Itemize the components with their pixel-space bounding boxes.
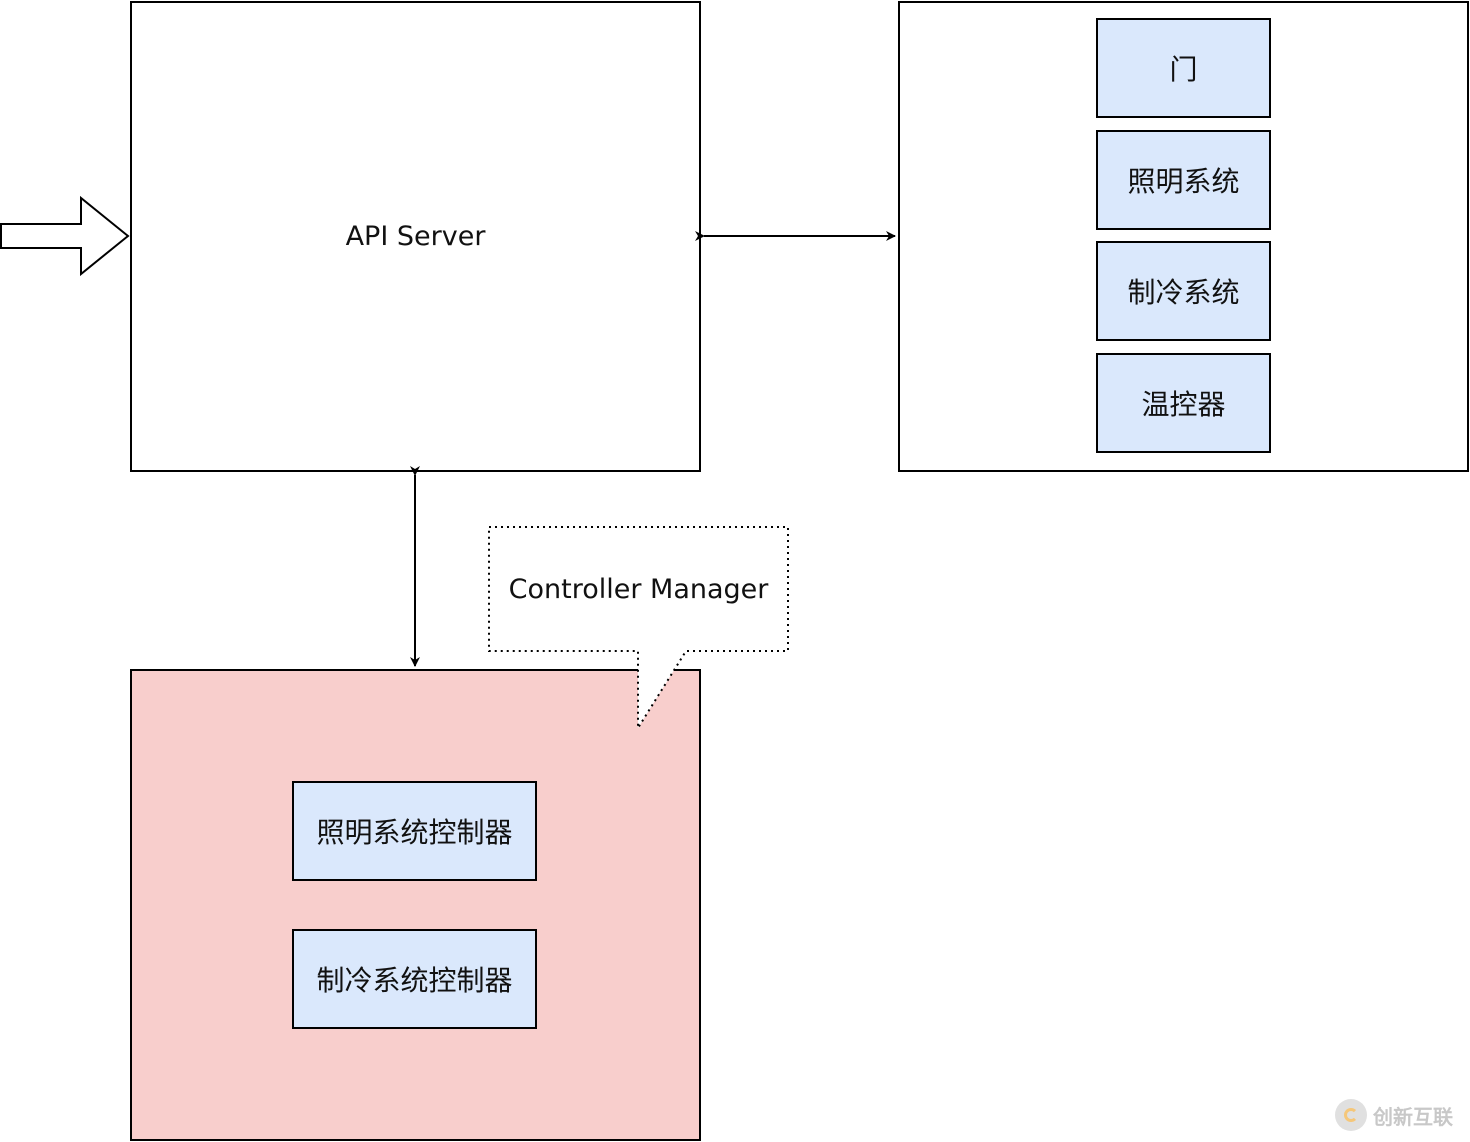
controller-manager-callout-text: Controller Manager xyxy=(489,527,788,651)
api-server-box: API Server xyxy=(130,1,701,472)
device-door-label: 门 xyxy=(1169,53,1198,86)
device-thermostat-label: 温控器 xyxy=(1141,388,1226,421)
lighting-controller-label: 照明系统控制器 xyxy=(316,816,513,849)
cooling-controller: 制冷系统控制器 xyxy=(292,929,537,1029)
device-lighting-system: 照明系统 xyxy=(1096,130,1271,230)
input-arrow-icon xyxy=(0,195,130,277)
device-door: 门 xyxy=(1096,18,1271,118)
cooling-controller-label: 制冷系统控制器 xyxy=(316,964,513,997)
controller-manager-callout xyxy=(488,526,789,732)
lighting-controller: 照明系统控制器 xyxy=(292,781,537,881)
device-cooling-label: 制冷系统 xyxy=(1127,276,1240,309)
controller-manager-box xyxy=(130,669,701,1141)
api-server-label: API Server xyxy=(345,221,486,252)
controller-manager-label: Controller Manager xyxy=(508,573,769,605)
device-cooling-system: 制冷系统 xyxy=(1096,241,1271,341)
watermark-text: 创新互联 xyxy=(1373,1104,1453,1129)
watermark: 创新互联 xyxy=(1335,1095,1465,1135)
watermark-logo-icon xyxy=(1335,1099,1367,1131)
device-thermostat: 温控器 xyxy=(1096,353,1271,453)
device-lighting-label: 照明系统 xyxy=(1127,165,1240,198)
